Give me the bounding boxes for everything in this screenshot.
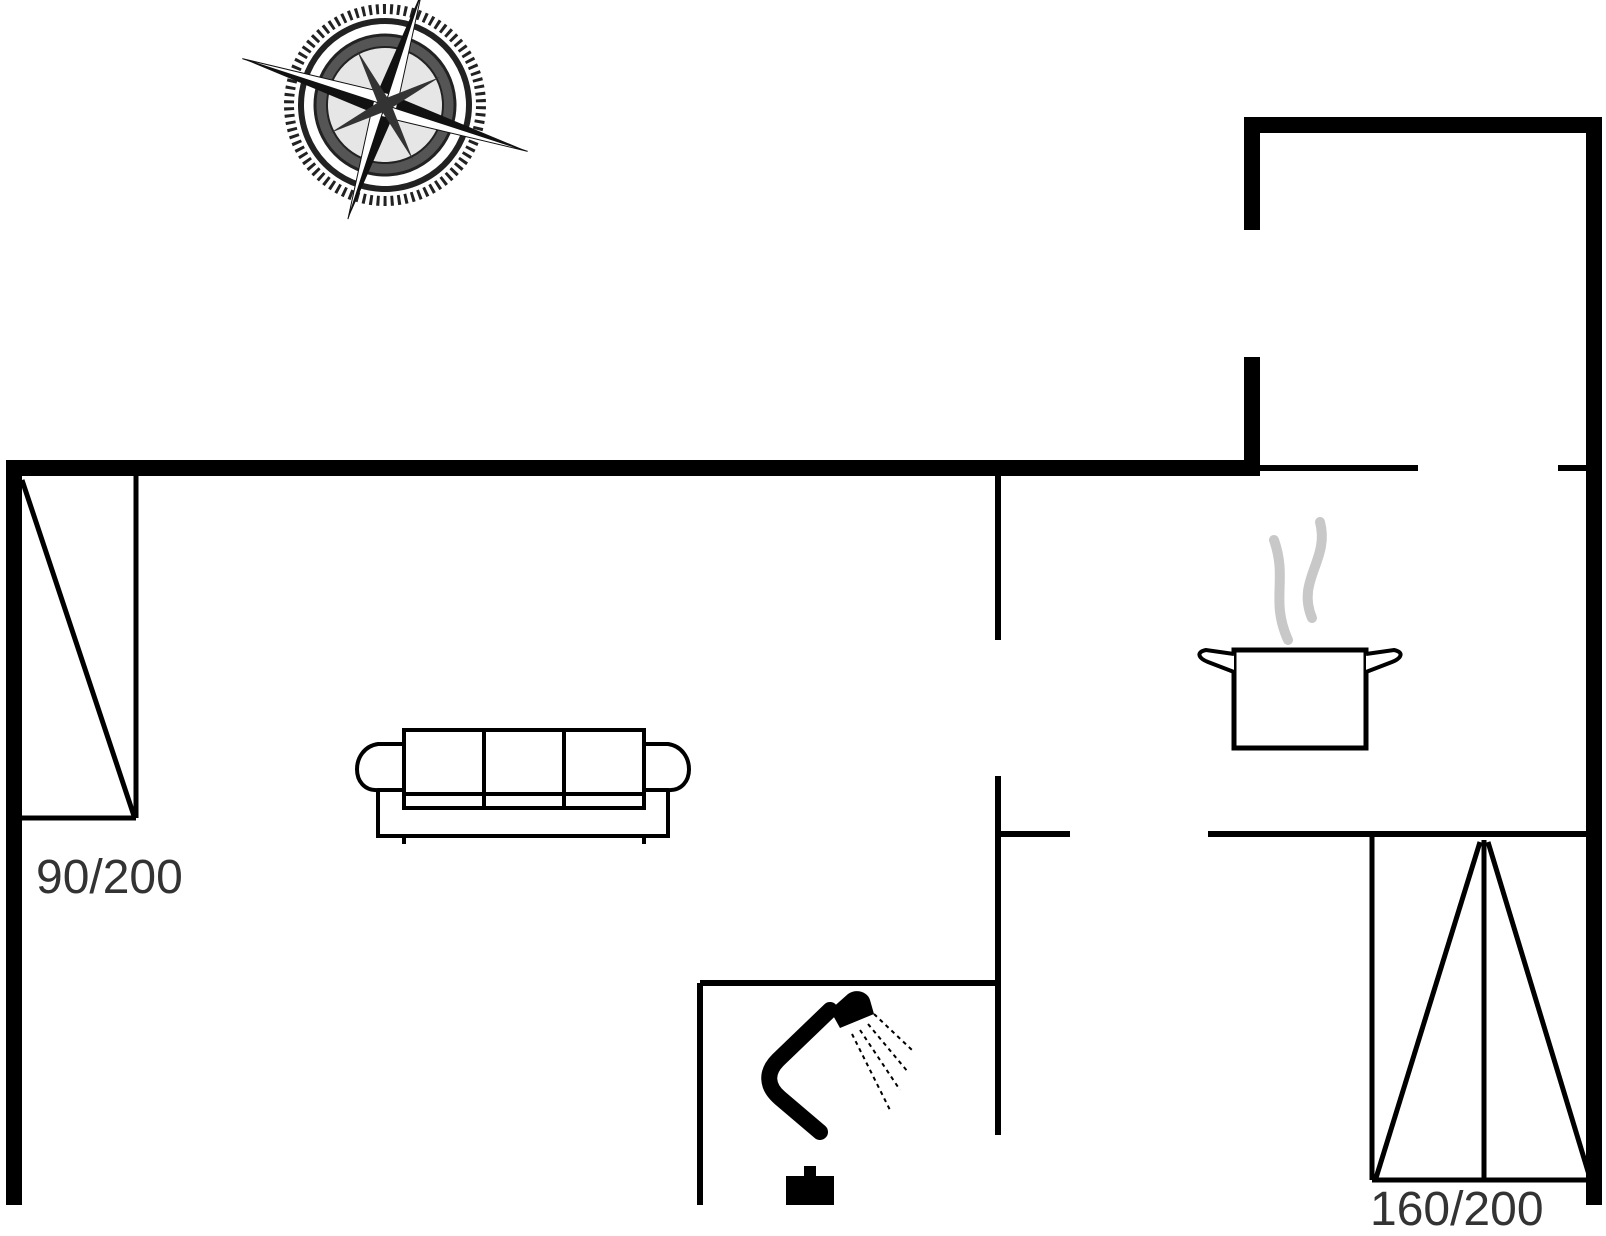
- double-bed-size-label: 160/200: [1370, 1183, 1544, 1236]
- cooking-pot-icon: [1197, 517, 1403, 751]
- double-bed: [1369, 834, 1594, 1183]
- single-bed: [18, 474, 139, 821]
- sofa-icon: [355, 728, 691, 844]
- outer-walls: [6, 117, 1602, 1205]
- floor-plan: [6, 0, 1602, 1205]
- single-bed-size-label: 90/200: [36, 851, 183, 904]
- compass-rose-icon: [242, 0, 528, 220]
- toilet-icon: [786, 1166, 834, 1205]
- shower-icon: [761, 991, 913, 1140]
- inner-walls: [697, 465, 1594, 1205]
